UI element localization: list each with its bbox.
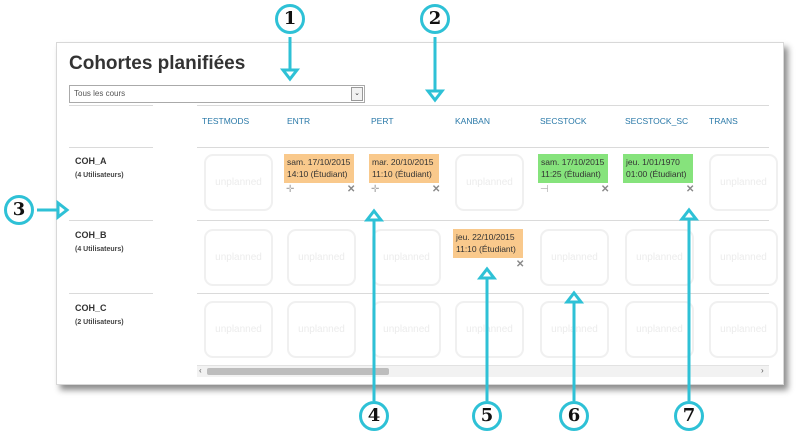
cohort-name-c: COH_C — [75, 303, 107, 313]
close-icon[interactable]: ✕ — [686, 184, 695, 195]
callout-1-arrowhead — [279, 68, 301, 82]
header-top-divider — [197, 105, 769, 106]
scheduled-session-a-entr[interactable]: sam. 17/10/2015 14:10 (Étudiant) — [284, 154, 354, 183]
column-header-secstock-sc[interactable]: SECSTOCK_SC — [625, 116, 689, 126]
callout-6: 6 — [559, 401, 589, 431]
cohort-users-b: (4 Utilisateurs) — [75, 246, 124, 253]
session-time: 14:10 (Étudiant) — [287, 169, 348, 179]
scrollbar-thumb[interactable] — [207, 368, 389, 375]
close-icon[interactable]: ✕ — [601, 184, 610, 195]
scheduled-session-b-kanban[interactable]: jeu. 22/10/2015 11:10 (Étudiant) — [453, 229, 523, 258]
column-header-entr[interactable]: ENTR — [287, 116, 311, 126]
callout-7: 7 — [674, 401, 704, 431]
scheduled-session-a-pert[interactable]: mar. 20/10/2015 11:10 (Étudiant) — [369, 154, 439, 183]
cohort-planning-panel: Cohortes planifiées Tous les cours ⌄ TES… — [56, 42, 784, 385]
callout-4: 4 — [359, 401, 389, 431]
grid-divider-b — [197, 293, 769, 294]
session-time: 11:10 (Étudiant) — [372, 169, 432, 179]
left-header-divider — [69, 147, 153, 148]
unplanned-slot[interactable]: unplanned — [204, 301, 273, 358]
close-icon[interactable]: ✕ — [347, 184, 356, 195]
column-header-kanban[interactable]: KANBAN — [455, 116, 490, 126]
chevron-down-icon[interactable]: ⌄ — [351, 87, 363, 101]
callout-5-arrowhead — [476, 266, 498, 280]
column-header-trans[interactable]: TRANS — [709, 116, 738, 126]
callout-4-arrowhead — [363, 208, 385, 222]
callout-3: 3 — [4, 195, 34, 225]
column-header-pert[interactable]: PERT — [371, 116, 394, 126]
move-handle-icon[interactable]: ✛ — [286, 184, 295, 195]
scroll-left-icon[interactable]: ‹ — [199, 366, 202, 375]
course-filter-value: Tous les cours — [74, 89, 126, 98]
cohort-users-a: (4 Utilisateurs) — [75, 172, 124, 179]
unplanned-slot[interactable]: unplanned — [204, 229, 273, 286]
cohort-name-b: COH_B — [75, 230, 107, 240]
course-filter-select[interactable]: Tous les cours ⌄ — [69, 85, 365, 103]
session-date: mar. 20/10/2015 — [372, 157, 434, 167]
cohort-users-c: (2 Utilisateurs) — [75, 319, 124, 326]
callout-5: 5 — [472, 401, 502, 431]
close-icon[interactable]: ✕ — [516, 259, 525, 270]
unplanned-slot[interactable]: unplanned — [709, 154, 778, 211]
unplanned-slot[interactable]: unplanned — [204, 154, 273, 211]
session-date: sam. 17/10/2015 — [287, 157, 351, 167]
unplanned-slot[interactable]: unplanned — [455, 154, 524, 211]
unplanned-slot[interactable]: unplanned — [287, 229, 356, 286]
session-date: jeu. 1/01/1970 — [626, 157, 680, 167]
unplanned-slot[interactable]: unplanned — [709, 301, 778, 358]
callout-7-arrowhead — [678, 207, 700, 221]
unplanned-slot[interactable]: unplanned — [625, 229, 694, 286]
unplanned-slot[interactable]: unplanned — [709, 229, 778, 286]
session-time: 01:00 (Étudiant) — [626, 169, 687, 179]
session-time: 11:25 (Étudiant) — [541, 169, 601, 179]
row-divider-b — [69, 293, 153, 294]
callout-2-arrowhead — [424, 89, 446, 103]
scheduled-session-a-secstock-sc[interactable]: jeu. 1/01/1970 01:00 (Étudiant) — [623, 154, 693, 183]
scheduled-session-a-secstock[interactable]: sam. 17/10/2015 11:25 (Étudiant) — [538, 154, 608, 183]
session-date: jeu. 22/10/2015 — [456, 232, 515, 242]
cohort-name-a: COH_A — [75, 156, 107, 166]
unplanned-slot[interactable]: unplanned — [540, 229, 609, 286]
callout-6-arrowhead — [563, 290, 585, 304]
callout-1: 1 — [275, 4, 305, 34]
row-divider-a — [69, 220, 153, 221]
column-header-secstock[interactable]: SECSTOCK — [540, 116, 587, 126]
move-handle-icon[interactable]: ⊣ — [540, 184, 549, 195]
unplanned-slot[interactable]: unplanned — [455, 301, 524, 358]
grid-divider-a — [197, 220, 769, 221]
callout-2: 2 — [420, 4, 450, 34]
close-icon[interactable]: ✕ — [432, 184, 441, 195]
move-handle-icon[interactable]: ✛ — [371, 184, 380, 195]
session-date: sam. 17/10/2015 — [541, 157, 605, 167]
callout-3-arrowhead — [56, 199, 70, 221]
header-bottom-divider — [197, 147, 769, 148]
column-header-testmods[interactable]: TESTMODS — [202, 116, 250, 126]
session-time: 11:10 (Étudiant) — [456, 244, 516, 254]
page-title: Cohortes planifiées — [69, 53, 246, 74]
unplanned-slot[interactable]: unplanned — [287, 301, 356, 358]
unplanned-slot[interactable]: unplanned — [625, 301, 694, 358]
left-top-divider — [69, 105, 153, 106]
scroll-right-icon[interactable]: › — [761, 366, 764, 375]
